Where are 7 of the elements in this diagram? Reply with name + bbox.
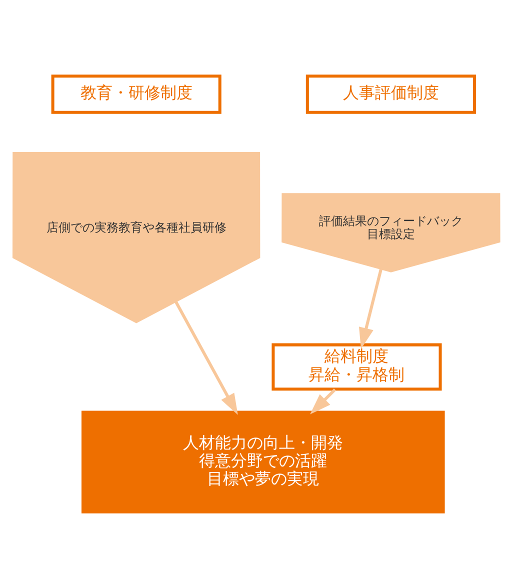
node-box: 給料制度 昇給・昇格制 [271, 342, 442, 390]
arrow [174, 300, 238, 414]
arrow [310, 388, 336, 414]
node-box: 人材能力の向上・開発 得意分野での活躍 目標や夢の実現 [81, 410, 444, 513]
node-box: 教育・研修制度 [50, 74, 221, 114]
node-box: 人事評価制度 [305, 74, 476, 114]
arrow [358, 268, 382, 348]
